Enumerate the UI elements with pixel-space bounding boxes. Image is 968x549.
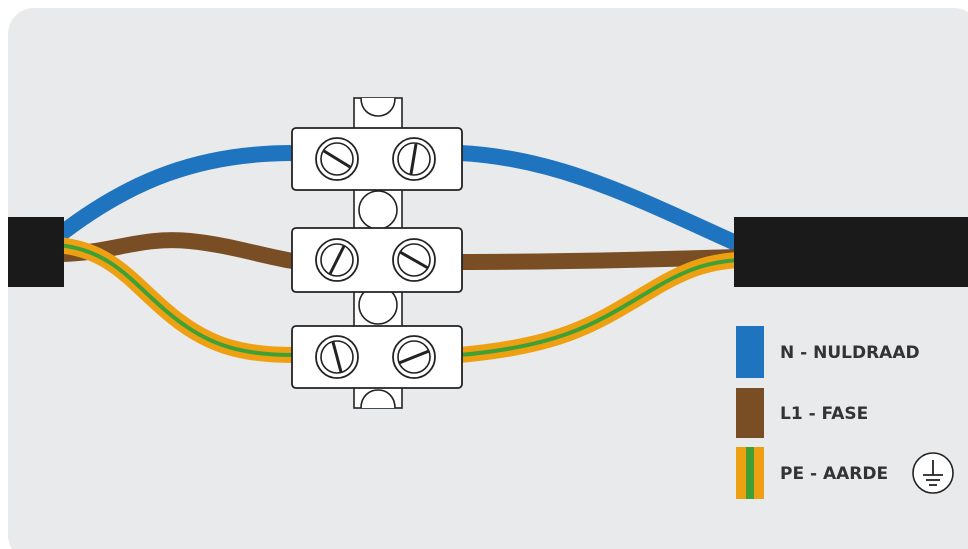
legend-item-phase: L1 - FASE — [736, 388, 868, 438]
legend-label-phase: L1 - FASE — [780, 404, 868, 424]
neutral-wire-left — [53, 145, 294, 243]
legend: N - NULDRAAD L1 - FASE PE - AARDE — [736, 326, 954, 499]
legend-item-earth: PE - AARDE — [736, 447, 954, 499]
legend-swatch-phase — [736, 388, 764, 438]
background-panel — [8, 8, 968, 549]
legend-swatch-earth — [736, 447, 764, 499]
terminal-block-middle — [291, 227, 463, 293]
terminal-block-bottom — [291, 325, 463, 389]
screw-icon — [315, 238, 359, 282]
cable-jacket-left — [8, 217, 64, 287]
legend-label-neutral: N - NULDRAAD — [780, 343, 920, 363]
legend-label-earth: PE - AARDE — [780, 464, 888, 484]
ground-symbol-icon — [912, 452, 954, 494]
screw-icon — [392, 335, 436, 379]
legend-item-neutral: N - NULDRAAD — [736, 326, 920, 378]
terminal-block-top — [291, 127, 463, 191]
legend-swatch-neutral — [736, 326, 764, 378]
cable-jacket-right — [734, 217, 968, 287]
neutral-wire-right — [459, 145, 742, 252]
screw-icon — [315, 335, 359, 379]
wires — [53, 145, 742, 363]
phase-wire-right — [459, 249, 739, 270]
screw-icon — [392, 238, 436, 282]
screw-icon — [315, 137, 359, 181]
screw-icon — [392, 137, 436, 181]
